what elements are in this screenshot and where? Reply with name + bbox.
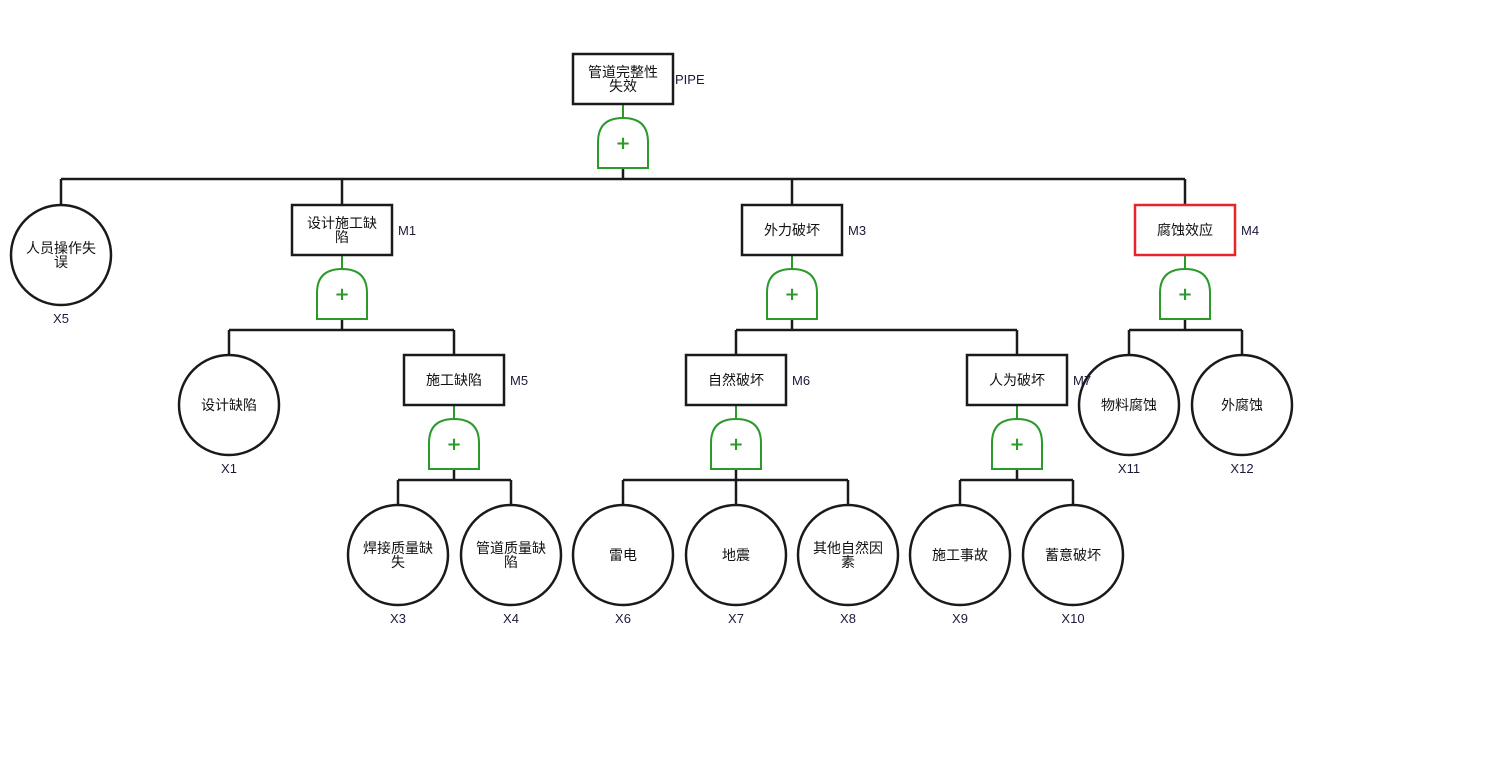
node-label: 人为破坏 — [989, 373, 1045, 389]
event-id: X12 — [1230, 461, 1253, 476]
basic-event-x1[interactable]: 设计缺陷 — [177, 353, 281, 457]
event-id: X9 — [952, 611, 968, 626]
node-label: 其他自然因素 — [813, 540, 883, 571]
intermediate-event-m3[interactable]: 外力破坏 + — [740, 203, 844, 320]
event-box — [402, 353, 506, 407]
intermediate-event-m7[interactable]: 人为破坏 + — [965, 353, 1069, 470]
intermediate-event-m5[interactable]: 施工缺陷 + — [402, 353, 506, 470]
node-label: 设计缺陷 — [201, 398, 257, 414]
basic-event-x8[interactable]: 其他自然因素 — [796, 503, 900, 607]
or-gate-plus: + — [1009, 434, 1024, 455]
node-label: 人员操作失误 — [26, 241, 96, 271]
event-id: X11 — [1118, 461, 1140, 476]
basic-event-x3[interactable]: 焊接质量缺失 — [346, 503, 450, 607]
or-gate-plus: + — [784, 284, 799, 305]
node-label: 施工缺陷 — [426, 373, 482, 389]
or-gate-icon: + — [316, 267, 368, 320]
basic-event-x10[interactable]: 蓄意破坏 — [1021, 503, 1125, 607]
node-label: 自然破坏 — [708, 372, 764, 389]
basic-event-circle — [1190, 353, 1294, 457]
event-id: X3 — [390, 611, 406, 626]
intermediate-event-m1[interactable]: 设计施工缺陷 + — [290, 203, 394, 320]
basic-event-circle — [1021, 503, 1125, 607]
event-id: M6 — [792, 373, 810, 388]
basic-event-circle — [346, 503, 450, 607]
basic-event-x12[interactable]: 外腐蚀 — [1190, 353, 1294, 457]
or-gate-shape — [766, 267, 818, 320]
or-gate-shape — [991, 417, 1043, 470]
node-label: 外腐蚀 — [1221, 397, 1263, 414]
event-box — [290, 203, 394, 257]
node-label: 雷电 — [609, 548, 637, 564]
node-label: 管道质量缺陷 — [476, 541, 546, 571]
or-gate-shape — [1159, 267, 1211, 320]
event-id: X6 — [615, 611, 631, 626]
or-gate-plus: + — [446, 434, 461, 455]
node-label: 地震 — [722, 548, 750, 564]
node-label: 焊接质量缺失 — [363, 540, 433, 571]
basic-event-circle — [1077, 353, 1181, 457]
node-label: 腐蚀效应 — [1157, 222, 1213, 239]
basic-event-circle — [177, 353, 281, 457]
basic-event-x7[interactable]: 地震 — [684, 503, 788, 607]
basic-event-circle — [459, 503, 563, 607]
node-label: 管道完整性失效 — [588, 65, 658, 95]
or-gate-plus: + — [728, 434, 743, 455]
intermediate-event-m4[interactable]: 腐蚀效应 + — [1133, 203, 1237, 320]
event-box — [1133, 203, 1237, 257]
intermediate-event-pipe[interactable]: 管道完整性失效 + — [571, 52, 675, 169]
event-id: M4 — [1241, 223, 1259, 238]
event-id: M1 — [398, 223, 416, 238]
event-id: X10 — [1061, 611, 1084, 626]
or-gate-plus: + — [615, 133, 630, 154]
or-gate-plus: + — [334, 284, 349, 305]
event-box — [571, 52, 675, 106]
or-gate-icon: + — [710, 417, 762, 470]
node-layer: 管道完整性失效 + 人员操作失误 设计施工缺陷 + 设计缺陷 施工缺陷 + 焊接质量缺失 管道质量… — [9, 52, 1294, 607]
event-id: M7 — [1073, 373, 1091, 388]
event-box — [740, 203, 844, 257]
event-id: X5 — [53, 311, 69, 326]
or-gate-shape — [710, 417, 762, 470]
intermediate-event-m6[interactable]: 自然破坏 + — [684, 353, 788, 470]
event-box — [965, 353, 1069, 407]
node-label: 蓄意破坏 — [1045, 547, 1101, 564]
or-gate-icon: + — [766, 267, 818, 320]
basic-event-circle — [684, 503, 788, 607]
basic-event-circle — [9, 203, 113, 307]
or-gate-shape — [316, 267, 368, 320]
or-gate-icon: + — [1159, 267, 1211, 320]
event-id: X1 — [221, 461, 237, 476]
basic-event-circle — [796, 503, 900, 607]
node-label: 物料腐蚀 — [1101, 397, 1157, 414]
event-id: X8 — [840, 611, 856, 626]
node-label: 外力破坏 — [764, 223, 820, 239]
basic-event-x9[interactable]: 施工事故 — [908, 503, 1012, 607]
basic-event-x4[interactable]: 管道质量缺陷 — [459, 503, 563, 607]
event-box — [684, 353, 788, 407]
or-gate-plus: + — [1177, 284, 1192, 305]
event-id: X7 — [728, 611, 744, 626]
or-gate-icon: + — [991, 417, 1043, 470]
basic-event-x6[interactable]: 雷电 — [571, 503, 675, 607]
or-gate-shape — [597, 116, 649, 169]
node-label: 施工事故 — [932, 548, 988, 564]
event-id: PIPE — [675, 72, 705, 87]
wire-layer — [59, 104, 1244, 505]
node-label: 设计施工缺陷 — [307, 216, 377, 246]
basic-event-circle — [908, 503, 1012, 607]
event-id: X4 — [503, 611, 519, 626]
basic-event-x5[interactable]: 人员操作失误 — [9, 203, 113, 307]
or-gate-icon: + — [597, 116, 649, 169]
event-id: M3 — [848, 223, 866, 238]
basic-event-x11[interactable]: 物料腐蚀 — [1077, 353, 1181, 457]
basic-event-circle — [571, 503, 675, 607]
or-gate-shape — [428, 417, 480, 470]
or-gate-icon: + — [428, 417, 480, 470]
event-id: M5 — [510, 373, 528, 388]
